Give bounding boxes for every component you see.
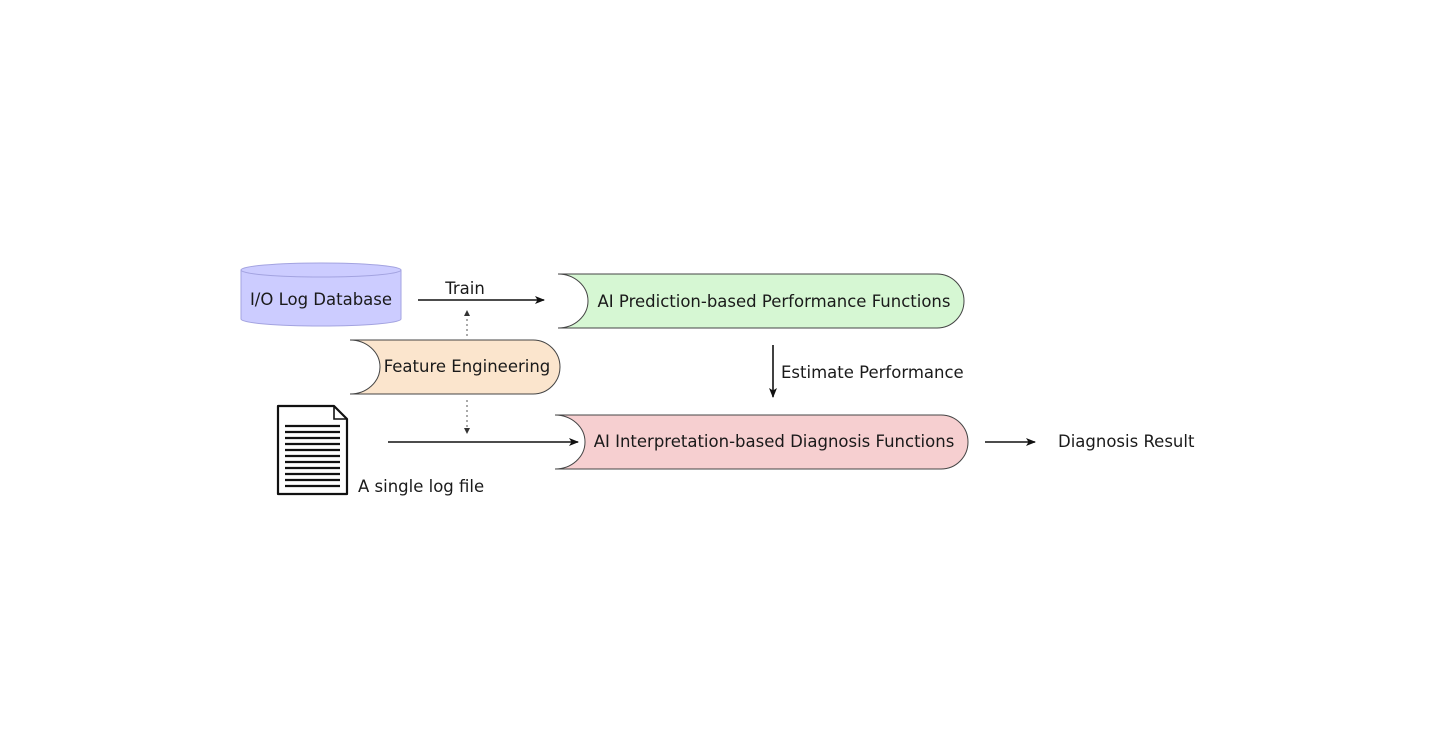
diagnosis-label: AI Interpretation-based Diagnosis Functi…	[594, 432, 955, 451]
estimate-edge: Estimate Performance	[769, 345, 964, 398]
feature-label: Feature Engineering	[384, 357, 551, 376]
database-cylinder-top	[240, 262, 402, 278]
prediction-label: AI Prediction-based Performance Function…	[598, 292, 951, 311]
document-lines	[285, 424, 340, 488]
document-fold	[333, 406, 347, 420]
feature-node: Feature Engineering	[349, 339, 561, 395]
feature-shape	[349, 339, 561, 395]
diagnosis-node: AI Interpretation-based Diagnosis Functi…	[554, 414, 969, 470]
train-edge: Train	[418, 279, 545, 304]
diagnosis-shape	[554, 414, 969, 470]
train-label: Train	[444, 279, 485, 298]
prediction-node: AI Prediction-based Performance Function…	[557, 273, 965, 329]
database-label: I/O Log Database	[250, 290, 392, 309]
estimate-label: Estimate Performance	[781, 363, 964, 382]
database-cylinder-body	[240, 269, 402, 327]
result-label: Diagnosis Result	[1058, 432, 1195, 451]
document-icon	[276, 404, 349, 496]
logfile-label: A single log file	[358, 477, 484, 496]
database-node: I/O Log Database	[240, 262, 402, 327]
prediction-shape	[557, 273, 965, 329]
